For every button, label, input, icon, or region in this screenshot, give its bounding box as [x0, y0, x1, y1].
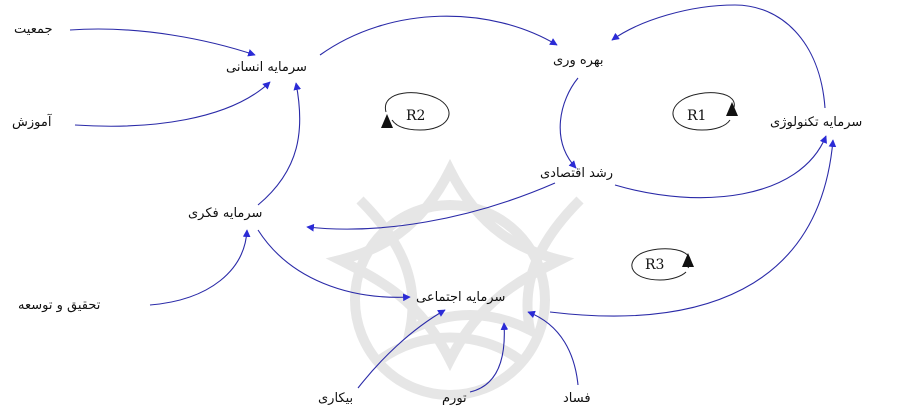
node-corruption: فساد: [563, 391, 591, 406]
edge-corruption-social-capital: [527, 310, 579, 386]
watermark-emblem: [325, 158, 584, 400]
loop-r1: R1: [672, 92, 738, 131]
loop-r1-label: R1: [687, 108, 706, 124]
node-social-capital: سرمایه اجتماعی: [416, 290, 506, 305]
edge-education-human-capital: [74, 81, 271, 127]
loop-r1-arrowhead: [726, 102, 738, 116]
edge-economic-growth-tech-capital: [614, 135, 827, 199]
loop-r2: R2: [381, 92, 450, 131]
node-economic-growth: رشد اقتصادی: [540, 166, 614, 181]
node-intellectual-capital: سرمایه فکری: [188, 206, 263, 221]
loop-r3-label: R3: [645, 257, 664, 273]
edge-intellectual-capital-human-capital: [257, 82, 302, 206]
edge-inflation-social-capital: [469, 322, 509, 393]
node-productivity: بهره وری: [553, 53, 604, 68]
loop-r3-arc: [631, 248, 691, 281]
edge-population-human-capital: [69, 28, 256, 57]
node-human-capital: سرمایه انسانی: [226, 60, 307, 75]
edge-intellectual-capital-social-capital: [257, 229, 411, 302]
node-inflation: تورم: [442, 391, 467, 406]
loop-r2-label: R2: [406, 108, 425, 124]
edge-unemployment-social-capital: [357, 309, 446, 389]
edge-social-capital-tech-capital: [549, 139, 837, 317]
loop-r1-arc: [672, 92, 735, 131]
edge-tech-capital-productivity: [611, 4, 826, 109]
edge-rnd-intellectual-capital: [149, 229, 251, 306]
node-education: آموزش: [12, 115, 52, 130]
node-unemployment: بیکاری: [318, 391, 354, 406]
loop-r3-arrowhead: [682, 253, 694, 267]
loop-r2-arrowhead: [381, 114, 393, 128]
loop-r3: R3: [631, 248, 694, 281]
edge-productivity-economic-growth: [559, 77, 579, 169]
node-tech-capital: سرمایه تکنولوژی: [770, 115, 863, 130]
node-population: جمعیت: [14, 22, 53, 37]
edge-human-capital-productivity: [319, 15, 558, 56]
node-rnd: تحقیق و توسعه: [18, 298, 101, 313]
edge-economic-growth-intellectual-capital: [306, 182, 556, 232]
loop-r2-arc: [385, 92, 450, 131]
